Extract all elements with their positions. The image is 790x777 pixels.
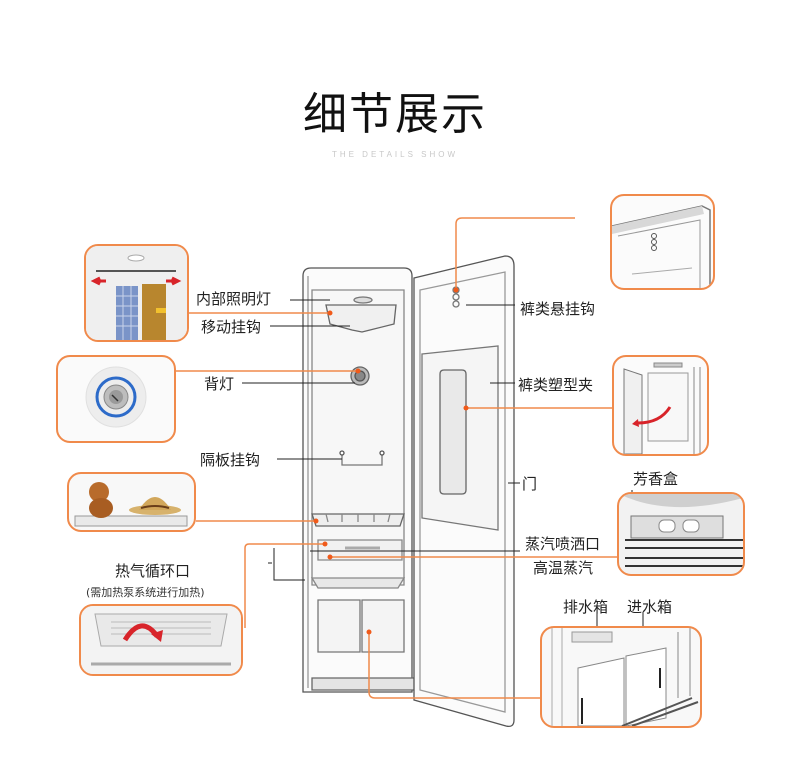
label-drain-tank: 排水箱 <box>563 598 609 616</box>
label-pants-press: 裤类塑型夹 <box>518 376 594 394</box>
pants-press-closeup <box>612 355 709 456</box>
page-subtitle: THE DETAILS SHOW <box>331 150 459 159</box>
label-water-tank: 进水箱 <box>627 598 673 616</box>
orange-leader-lines <box>176 217 618 699</box>
pants-hanger-illustration <box>612 205 711 288</box>
label-aroma-box: 芳香盒 <box>633 470 679 488</box>
label-hot-air-note: (需加热泵系统进行加热) <box>86 586 205 599</box>
orange-dots <box>313 287 469 635</box>
hot-air-vent-illustration <box>81 606 241 674</box>
back-light-closeup <box>56 355 176 443</box>
cabinet-body <box>302 267 417 693</box>
label-shelf-hook: 隔板挂钩 <box>200 451 261 469</box>
pants-press-illustration <box>623 362 701 454</box>
water-tanks-closeup <box>540 626 702 728</box>
back-light-illustration <box>85 366 147 428</box>
label-interior-light: 内部照明灯 <box>196 290 272 308</box>
label-high-temp-steam: 高温蒸汽 <box>533 559 594 577</box>
aroma-box-closeup <box>617 492 745 576</box>
water-tanks-illustration <box>551 628 699 726</box>
shelf-closeup <box>67 472 196 532</box>
hanger-closeup <box>84 244 189 342</box>
label-door: 门 <box>522 475 538 493</box>
page-title: 细节展示 <box>303 89 487 140</box>
shelf-illustration <box>74 482 188 527</box>
aroma-box-illustration <box>619 494 743 567</box>
label-pants-hanger: 裤类悬挂钩 <box>520 300 596 318</box>
label-moving-hanger: 移动挂钩 <box>201 318 262 336</box>
label-steam-nozzle: 蒸汽喷洒口 <box>525 535 601 553</box>
pants-hanger-closeup <box>610 194 715 290</box>
door-panel <box>413 255 515 728</box>
label-back-light: 背灯 <box>204 375 235 393</box>
label-hot-air-vent: 热气循环口 <box>115 562 191 580</box>
hot-air-vent-closeup <box>79 604 243 676</box>
hanger-illustration <box>86 246 187 340</box>
